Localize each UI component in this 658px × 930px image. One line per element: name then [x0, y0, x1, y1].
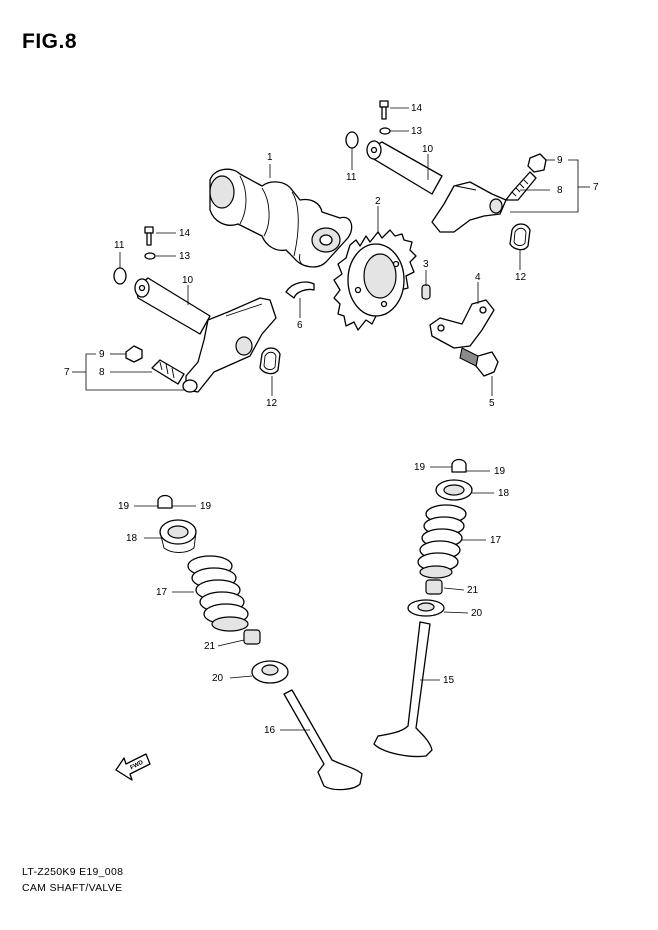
lock-nut-right[interactable] [527, 153, 547, 173]
camshaft[interactable] [209, 168, 353, 268]
model-code: LT-Z250K9 E19_008 [22, 866, 124, 878]
bolt-right[interactable] [379, 100, 389, 120]
callout-15: 15 [443, 675, 455, 686]
valve-spring-right[interactable] [417, 504, 467, 579]
spring-seat-left[interactable] [251, 660, 289, 684]
spring-seat-right[interactable] [407, 599, 445, 617]
callout-17-left: 17 [156, 587, 168, 598]
lock-washer[interactable] [429, 299, 495, 349]
adjusting-screw-right[interactable] [505, 171, 537, 201]
callout-17-right: 17 [490, 535, 502, 546]
intake-valve[interactable] [283, 689, 363, 791]
valve-cotter-left[interactable] [157, 494, 173, 509]
exhaust-valve[interactable] [373, 621, 433, 758]
lock-nut-left[interactable] [125, 345, 143, 363]
valve-stem-seal-left[interactable] [243, 629, 261, 645]
cam-sprocket[interactable] [333, 229, 417, 331]
valve-stem-seal-right[interactable] [425, 579, 443, 595]
callout-18-left: 18 [126, 533, 138, 544]
callout-2: 2 [375, 196, 381, 207]
rocker-arm-right[interactable] [431, 181, 507, 233]
callout-9-left: 9 [99, 349, 105, 360]
o-ring-right[interactable] [345, 131, 359, 149]
dowel-pin[interactable] [421, 284, 431, 300]
washer-left[interactable] [144, 252, 156, 260]
callout-3: 3 [423, 259, 429, 270]
callout-14-left: 14 [179, 228, 191, 239]
callout-labels: 1 2 3 4 5 6 14 13 10 11 12 9 8 7 14 13 1… [64, 103, 599, 736]
rocker-arm-shaft-right[interactable] [366, 140, 443, 195]
callout-19-right-b: 19 [494, 466, 506, 477]
callout-12-right: 12 [515, 272, 527, 283]
leader-lines [72, 107, 590, 731]
callout-7-left: 7 [64, 367, 70, 378]
callout-13-right: 13 [411, 126, 423, 137]
callout-5: 5 [489, 398, 495, 409]
valve-retainer-right[interactable] [435, 479, 473, 501]
callout-11-right: 11 [346, 172, 357, 183]
gasket-left[interactable] [259, 347, 281, 375]
callout-13-left: 13 [179, 251, 191, 262]
camshaft-retainer[interactable] [285, 281, 315, 299]
sprocket-bolt[interactable] [459, 347, 499, 377]
callout-12-left: 12 [266, 398, 278, 409]
fwd-arrow-icon: FWD [115, 753, 151, 781]
callout-8-right: 8 [557, 185, 563, 196]
callout-4: 4 [475, 272, 481, 283]
washer-right[interactable] [379, 127, 391, 135]
callout-19-right-a: 19 [414, 462, 426, 473]
callout-1: 1 [267, 152, 273, 163]
callout-19-left-a: 19 [118, 501, 130, 512]
o-ring-left[interactable] [113, 267, 127, 285]
adjusting-screw-left[interactable] [151, 359, 185, 385]
diagram-caption: CAM SHAFT/VALVE [22, 882, 123, 894]
valve-spring-left[interactable] [187, 555, 249, 632]
callout-18-right: 18 [498, 488, 510, 499]
callout-8-left: 8 [99, 367, 105, 378]
callout-10-right: 10 [422, 144, 434, 155]
callout-21-right: 21 [467, 585, 479, 596]
callout-11-left: 11 [114, 240, 125, 251]
callout-14-right: 14 [411, 103, 423, 114]
callout-20-left: 20 [212, 673, 224, 684]
bolt-left[interactable] [144, 226, 154, 246]
valve-retainer-left[interactable] [159, 519, 197, 553]
figure-title: FIG.8 [22, 30, 78, 53]
gasket-right[interactable] [509, 223, 531, 251]
callout-7-right: 7 [593, 182, 599, 193]
callout-20-right: 20 [471, 608, 483, 619]
callout-6: 6 [297, 320, 303, 331]
callout-19-left-b: 19 [200, 501, 212, 512]
callout-16: 16 [264, 725, 276, 736]
rocker-arm-shaft-left[interactable] [134, 277, 211, 335]
callout-21-left: 21 [204, 641, 216, 652]
callout-10-left: 10 [182, 275, 194, 286]
valve-cotter-right[interactable] [451, 458, 467, 473]
callout-9-right: 9 [557, 155, 563, 166]
rocker-arm-left[interactable] [182, 297, 277, 393]
